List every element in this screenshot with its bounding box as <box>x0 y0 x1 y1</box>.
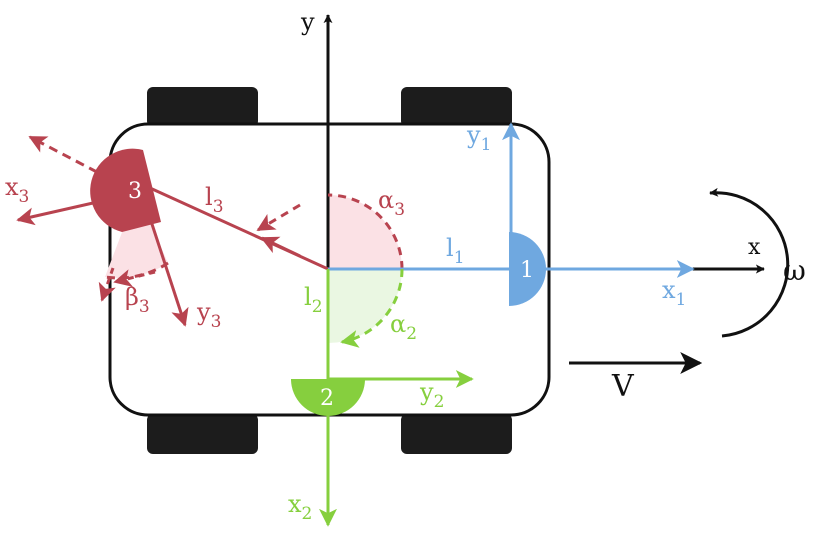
omega-label: ω <box>783 254 806 287</box>
alpha2-label: α2 <box>390 310 417 344</box>
tire-top-right <box>401 87 512 127</box>
alpha2-sector-fill <box>328 269 402 343</box>
alpha3-sector-fill <box>328 195 402 269</box>
y3-label: y3 <box>196 298 221 332</box>
beta3-arc <box>104 261 169 280</box>
l3-arrow <box>260 236 301 258</box>
omega-arc <box>709 187 790 338</box>
l2-label: l2 <box>304 283 323 317</box>
wheel-3-number: 3 <box>128 179 142 204</box>
l1-label: l1 <box>446 234 465 268</box>
beta3-sector-fill <box>105 193 168 278</box>
alpha2-arc <box>340 268 404 348</box>
y2-label: y2 <box>419 378 444 412</box>
y-axis-label: y <box>300 8 315 36</box>
x1-label: x1 <box>662 276 686 310</box>
x2-label: x2 <box>288 490 312 524</box>
alpha3-arc <box>327 193 404 270</box>
l3-label: l3 <box>205 183 224 217</box>
wheel-3 <box>90 148 161 232</box>
wheel-1-number: 1 <box>520 258 534 283</box>
beta3-label: β3 <box>125 283 150 317</box>
beta3-arrow <box>98 267 116 302</box>
tire-bottom-right <box>401 414 512 454</box>
x3-label: x3 <box>5 173 29 207</box>
wheel-1 <box>509 232 546 306</box>
x-axis-label: x <box>748 235 761 260</box>
wheel-2-number: 2 <box>320 386 334 411</box>
tire-bottom-left <box>147 414 258 454</box>
velocity-label: V <box>611 369 635 404</box>
tire-top-left <box>147 87 258 127</box>
wheel-2 <box>291 379 365 416</box>
y3-axis <box>148 217 189 327</box>
y1-label: y1 <box>466 121 491 155</box>
alpha3-label: α3 <box>378 186 405 220</box>
beta3-arrow-2 <box>113 269 156 287</box>
